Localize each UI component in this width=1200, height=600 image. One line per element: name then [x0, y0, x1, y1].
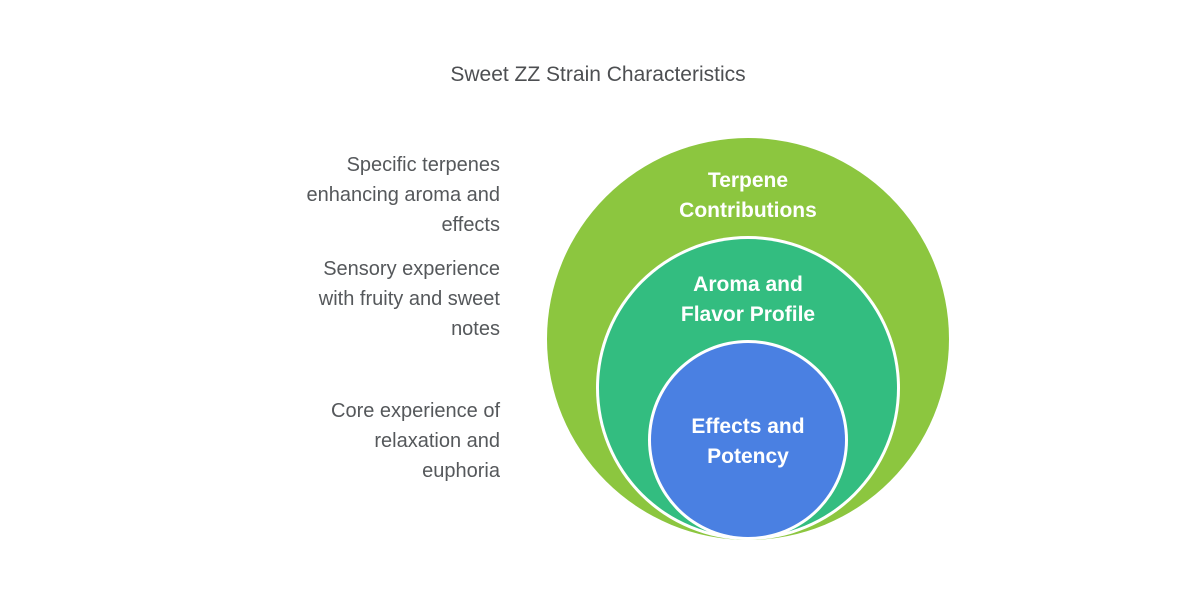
diagram-title: Sweet ZZ Strain Characteristics	[450, 63, 746, 86]
ring-label-aroma-flavor-profile: Aroma and Flavor Profile	[680, 273, 816, 326]
description-effects-potency: Core experience of relaxation and euphor…	[331, 400, 500, 482]
circle-effects-potency	[651, 343, 845, 537]
description-aroma-flavor-profile: Sensory experience with fruity and sweet…	[318, 258, 500, 340]
ring-label-terpene-contributions: Terpene Contributions	[679, 169, 817, 222]
ring-label-effects-potency: Effects and Potency	[691, 415, 805, 468]
description-terpene-contributions: Specific terpenes enhancing aroma and ef…	[306, 154, 500, 236]
